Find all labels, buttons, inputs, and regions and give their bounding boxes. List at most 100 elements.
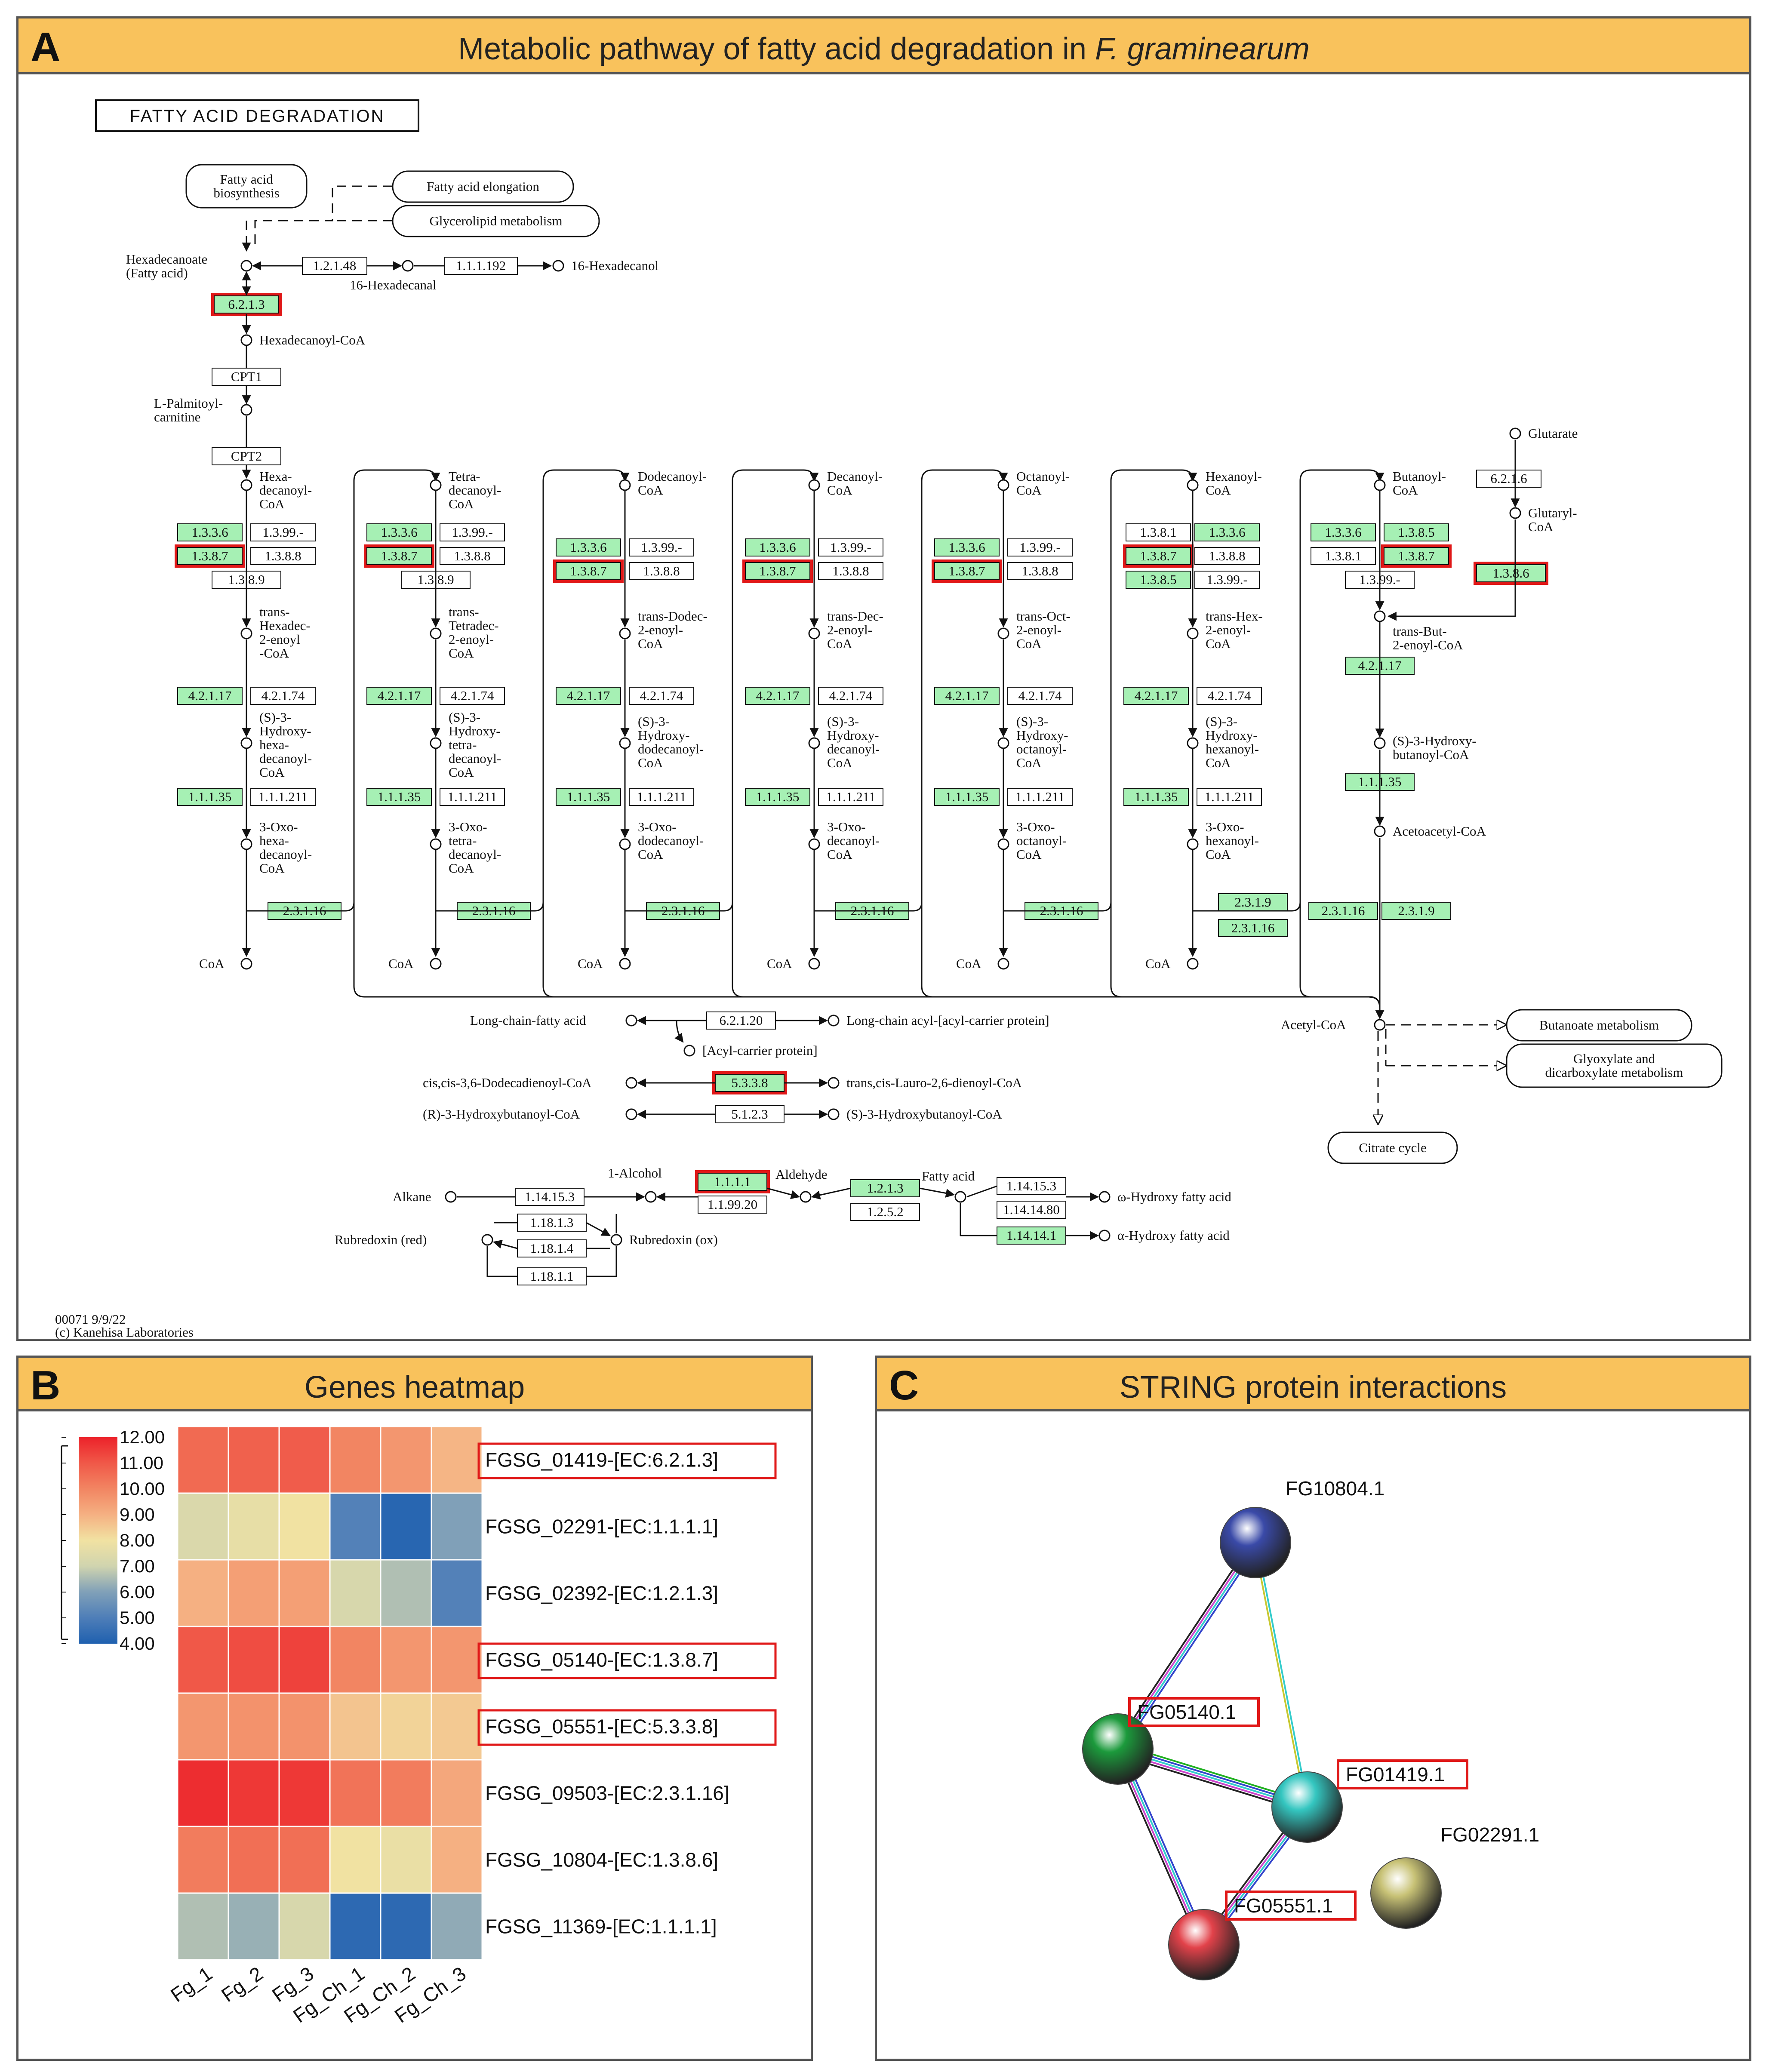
compound-node [619,958,631,970]
heatmap-cell [177,1426,229,1494]
enoyl-coa-label: trans-Dodec- [638,609,708,624]
oxoacyl-coa-label: CoA [449,861,474,876]
ec-box-1-3-8-7: 1.3.8.7 [742,560,813,583]
ec-box-label: 1.1.1.211 [258,789,308,804]
enoyl-coa-label: trans- [259,604,290,619]
acyl-coa-label: Hexa- [259,469,292,484]
oxoacyl-coa-label: CoA [638,847,663,862]
gene-highlight-box [477,1642,777,1679]
ec-box-label: 1.1.1.35 [378,789,421,804]
hexadecanoate-label: (Fatty acid) [126,265,188,280]
heatmap-cell [380,1759,432,1827]
ec-box-rect [212,368,281,386]
heatmap-cell [228,1692,280,1761]
heatmap-cell [329,1826,382,1894]
cycle-connector [1193,469,1384,912]
ec-box-rect [177,523,243,541]
heatmap-cell [380,1426,432,1494]
ec-box-1-3-3-6: 1.3.3.6 [177,523,243,541]
acyl-coa-label: CoA [1206,483,1231,498]
ec-box-rect [250,547,316,565]
rubredoxin-loop [486,1246,517,1277]
r-hydroxybutanoyl-label: (R)-3-Hydroxybutanoyl-CoA [423,1107,580,1122]
compound-node [240,260,252,272]
gene-label: FGSG_11369-[EC:1.1.1.1] [485,1915,717,1938]
oxoacyl-coa-label: hexa- [259,833,289,848]
heatmap-cell [380,1626,432,1694]
highlight-box [742,560,813,583]
heatmap-cell [228,1892,280,1961]
s-hydroxybutanoyl-label: (S)-3-Hydroxybutanoyl-CoA [846,1107,1002,1122]
heatmap-cell [431,1892,483,1961]
ec-box-label: 4.2.1.74 [1208,688,1251,703]
protein-node [1370,1857,1442,1929]
compound-node [430,737,442,749]
ec-box-1-18-1-3: 1.18.1.3 [517,1214,587,1232]
color-scale-label: 10.00 [120,1479,165,1499]
ec-box-label: 1.3.8.7 [381,548,417,563]
oxoacyl-coa-label: CoA [1016,847,1042,862]
fa-elongation-link-label: Fatty acid elongation [427,179,539,194]
ec-box-rect [1381,902,1451,920]
color-scale-label: 4.00 [120,1633,155,1654]
ec-box-1-3-8-7: 1.3.8.7 [553,560,624,583]
ec-box-rect [818,788,883,806]
panel-a-title-text: Metabolic pathway of fatty acid degradat… [458,32,1095,66]
compound-node [240,838,252,850]
compound-node [240,479,252,491]
ec-box-label: 1.3.3.6 [948,540,985,555]
butanoate-link-label: Butanoate metabolism [1539,1018,1659,1033]
heatmap-cell [228,1492,280,1561]
ec-box-4-2-1-17: 4.2.1.17 [934,687,1000,705]
enoyl-coa-label: CoA [449,646,474,661]
ec-box-label: 1.3.8.7 [191,548,228,563]
ec-box-rect [1123,687,1189,705]
gene-label: FGSG_02392-[EC:1.2.1.3] [485,1582,718,1605]
heatmap-cell [278,1626,331,1694]
ec-box-label: 1.3.99.- [641,540,682,555]
ec-box-rect [444,257,518,275]
cycle-connector [625,469,819,912]
ec-box-rect [177,788,243,806]
panel-c-letter: C [889,1362,919,1408]
ec-box-label: 4.2.1.74 [451,688,494,703]
ec-box-rect [934,788,1000,806]
heatmap-cell [278,1492,331,1561]
ec-box-label: 1.3.99.- [830,540,871,555]
glyoxylate-link-label: Glyoxylate and [1573,1051,1655,1066]
acyl-coa-label: CoA [1016,483,1042,498]
long-chain-fa-label: Long-chain-fatty acid [470,1013,586,1028]
enoyl-coa-label: 2-enoyl- [638,622,683,637]
ec-box-label: 1.1.99.20 [708,1197,757,1212]
reaction-line [492,1239,518,1249]
ec-box-1-1-1-211: 1.1.1.211 [818,788,883,806]
hydroxyacyl-coa-label: dodecanoyl- [638,741,704,756]
ec-box-label: 1.14.14.1 [1006,1228,1056,1243]
compound-node [1509,507,1521,519]
enoyl-coa-label: trans-Oct- [1016,609,1071,624]
hydroxyacyl-coa-label: Hydroxy- [1206,728,1258,743]
compound-node [1509,427,1521,440]
oxoacyl-coa-label: hexanoyl- [1206,833,1259,848]
ec-box-label: 4.2.1.17 [945,688,989,703]
ec-box-rect [1384,523,1449,541]
ec-box-1-3-8-8: 1.3.8.8 [1194,547,1260,565]
ec-box-1-3-3-6: 1.3.3.6 [745,538,810,556]
ec-box-1-3-8-5: 1.3.8.5 [1384,523,1449,541]
ec-box-label: 1.3.8.8 [1021,563,1058,578]
heatmap-cell [329,1492,382,1561]
ec-box-rect [934,687,1000,705]
hydroxyacyl-coa-label: Hydroxy- [827,728,879,743]
ec-box-label: 1.3.8.6 [1492,566,1529,581]
compound-node [683,1045,695,1057]
omega-hydroxy-label: ω-Hydroxy fatty acid [1117,1189,1231,1204]
compound-node [997,627,1009,639]
protein-node [1220,1507,1291,1578]
ec-box-2-3-1-16: 2.3.1.16 [1308,902,1378,920]
ec-box-1-2-1-3: 1.2.1.3 [850,1179,920,1197]
compound-node [1187,737,1199,749]
interaction-edge [1114,1540,1253,1748]
ec-box-1-3-99--: 1.3.99.- [250,523,316,541]
